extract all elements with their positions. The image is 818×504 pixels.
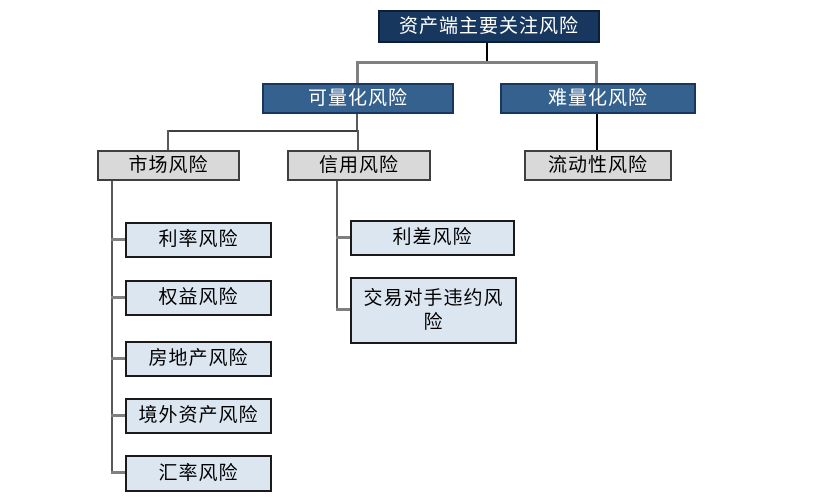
node-credit-risk: 信用风险 bbox=[287, 150, 431, 181]
connector-drop-quantifiable bbox=[356, 61, 359, 83]
node-spread-risk: 利差风险 bbox=[350, 220, 515, 256]
connector-quantifiable-vertical bbox=[356, 114, 358, 131]
node-liquidity-risk: 流动性风险 bbox=[524, 150, 672, 181]
connector-drop-credit-risk bbox=[357, 130, 359, 150]
node-label: 利差风险 bbox=[392, 227, 473, 249]
connector-level1-horizontal bbox=[356, 61, 598, 64]
connector-level2-horizontal bbox=[167, 130, 359, 132]
connector-stub-equity bbox=[111, 296, 126, 299]
node-overseas-asset-risk: 境外资产风险 bbox=[125, 398, 272, 434]
connector-stub-real-estate bbox=[111, 357, 126, 360]
node-label: 权益风险 bbox=[158, 287, 239, 309]
node-label: 资产端主要关注风险 bbox=[398, 15, 579, 37]
connector-drop-market-risk bbox=[167, 130, 169, 150]
node-market-risk: 市场风险 bbox=[97, 150, 240, 181]
node-hard-to-quantify-risk: 难量化风险 bbox=[500, 83, 696, 114]
node-exchange-rate-risk: 汇率风险 bbox=[125, 455, 272, 492]
node-real-estate-risk: 房地产风险 bbox=[125, 341, 272, 377]
connector-stub-overseas-asset bbox=[111, 414, 126, 417]
connector-credit-bracket bbox=[336, 181, 338, 310]
connector-drop-hard-to-quantify bbox=[595, 61, 598, 83]
node-interest-rate-risk: 利率风险 bbox=[125, 222, 272, 258]
node-equity-risk: 权益风险 bbox=[125, 280, 272, 316]
node-label: 利率风险 bbox=[158, 229, 239, 251]
node-label: 境外资产风险 bbox=[138, 405, 259, 427]
node-label: 流动性风险 bbox=[547, 154, 648, 176]
connector-stub-interest-rate bbox=[111, 238, 126, 241]
node-root-asset-side-risks: 资产端主要关注风险 bbox=[378, 10, 600, 43]
node-label: 房地产风险 bbox=[148, 348, 249, 370]
connector-stub-counterparty bbox=[336, 308, 351, 311]
node-label: 交易对手违约风险 bbox=[363, 287, 504, 333]
node-label: 可量化风险 bbox=[307, 87, 408, 109]
node-counterparty-default-risk: 交易对手违约风险 bbox=[350, 277, 517, 344]
connector-root-vertical bbox=[486, 43, 488, 61]
connector-hard-to-liquidity bbox=[596, 114, 598, 150]
node-label: 信用风险 bbox=[318, 154, 399, 176]
node-label: 市场风险 bbox=[128, 154, 209, 176]
node-label: 汇率风险 bbox=[158, 462, 239, 484]
connector-stub-exchange-rate bbox=[111, 471, 126, 474]
node-label: 难量化风险 bbox=[547, 87, 648, 109]
connector-stub-spread bbox=[336, 236, 351, 239]
node-quantifiable-risk: 可量化风险 bbox=[262, 83, 454, 114]
connector-market-bracket bbox=[111, 181, 113, 473]
